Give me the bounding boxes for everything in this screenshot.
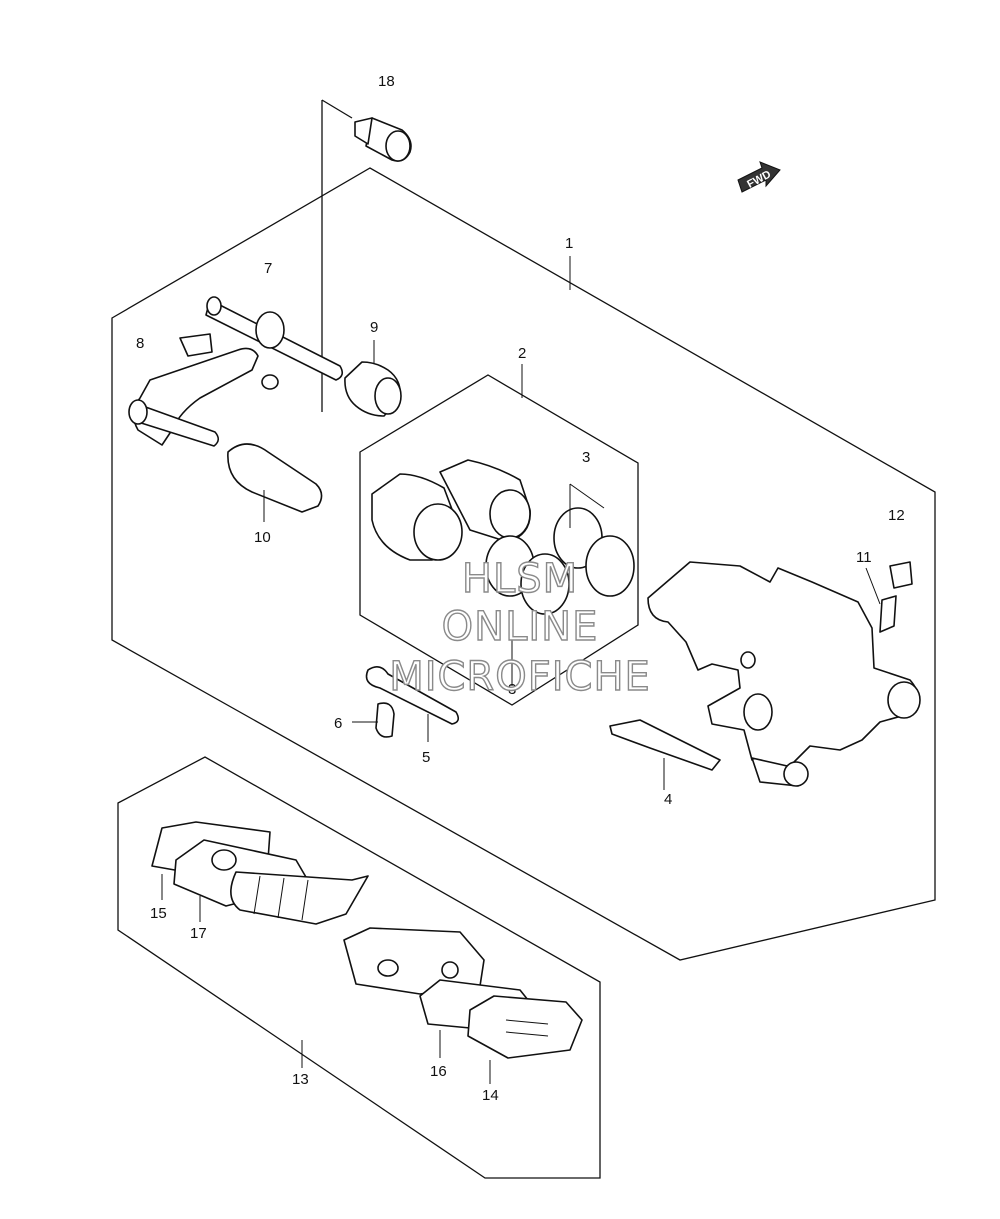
caliper-assembly-outline: [111, 167, 936, 961]
clip-6-icon: [375, 702, 395, 738]
callout-3-lower: 3: [508, 681, 516, 698]
callout-5: 5: [422, 749, 430, 766]
callout-10: 10: [254, 529, 271, 546]
forward-badge-label: FWD: [745, 168, 773, 190]
callout-17: 17: [190, 925, 207, 942]
pad-14-16-icon: [343, 927, 583, 1059]
callout-4: 4: [664, 791, 672, 808]
piston-kit-outline: [359, 374, 639, 706]
boot-9-icon: [344, 361, 402, 417]
callout-18: 18: [378, 73, 395, 90]
callout-9: 9: [370, 319, 378, 336]
caliper-body-12-icon: [647, 561, 921, 787]
pin-5-icon: [365, 666, 460, 742]
bracket-8-icon: [128, 333, 279, 447]
pad-spring-4-icon: [609, 719, 721, 790]
callout-2: 2: [518, 345, 526, 362]
callout-3-upper: 3: [582, 449, 590, 466]
slide-pin-7-icon: [205, 296, 344, 381]
forward-arrow-icon: FWD: [737, 161, 781, 193]
callout-13: 13: [292, 1071, 309, 1088]
seals-3-icon: [485, 483, 635, 686]
watermark-line-1: HLSM: [462, 556, 578, 602]
boot-10-icon: [227, 443, 323, 513]
callout-14: 14: [482, 1087, 499, 1104]
callout-15: 15: [150, 905, 167, 922]
callout-7: 7: [264, 260, 272, 277]
callout-8: 8: [136, 335, 144, 352]
watermark-line-3: MICROFICHE: [389, 654, 651, 700]
callout-6: 6: [334, 715, 342, 732]
callout-16: 16: [430, 1063, 447, 1080]
watermark-line-2: ONLINE: [442, 604, 599, 650]
callout-11: 11: [856, 549, 872, 566]
pad-friction-icon: [230, 871, 369, 925]
piston-2-icon: [371, 459, 531, 561]
pad-set-outline: [117, 756, 601, 1179]
bleeder-11-icon: [879, 561, 913, 633]
callout-12: 12: [888, 507, 905, 524]
callout-1: 1: [565, 235, 573, 252]
bolt-18-icon: [321, 99, 412, 412]
leader-lines: [161, 256, 881, 1084]
